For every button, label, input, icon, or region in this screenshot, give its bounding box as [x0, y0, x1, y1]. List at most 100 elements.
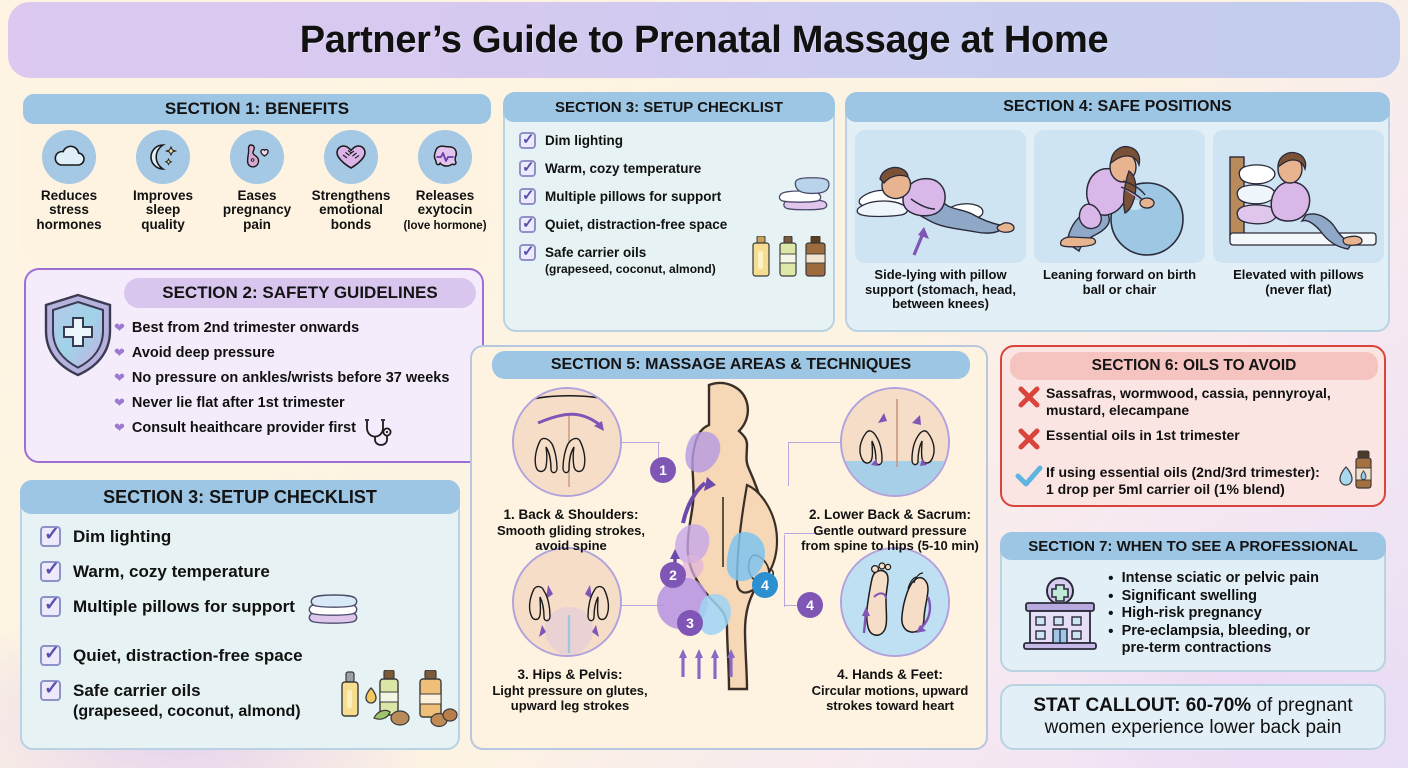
pregnant-side-profile-diagram: [627, 377, 837, 717]
section-7-body: • Intense sciatic or pelvic pain • Signi…: [1012, 568, 1378, 658]
page-header: Partner’s Guide to Prenatal Massage at H…: [8, 2, 1400, 78]
benefit-label: Eases pregnancy pain: [222, 188, 292, 232]
list-item: Essential oils in 1st trimester: [1012, 427, 1380, 456]
connector-line: [620, 605, 664, 606]
technique-caption-3: 3. Hips & Pelvis: Light pressure on glut…: [492, 667, 648, 713]
pose-item: Elevated with pillows (never flat): [1213, 130, 1384, 312]
checklist-item[interactable]: Quiet, distraction-free space: [519, 214, 829, 233]
shield-cross-icon: [40, 292, 116, 383]
section-2-safety-panel: SECTION 2: SAFETY GUIDELINES ❤ Best from…: [24, 268, 484, 463]
bullet-icon: •: [1108, 622, 1114, 640]
list-item: • Intense sciatic or pelvic pain: [1108, 570, 1320, 587]
pose-item: Side-lying with pillow support (stomach,…: [855, 130, 1026, 312]
stat-callout-text: STAT CALLOUT: 60-70% of pregnant women e…: [1033, 694, 1353, 738]
section-3-setup-checklist-panel: SECTION 3: SETUP CHECKLIST Dim lighting …: [20, 480, 460, 750]
list-item: • Significant swelling: [1108, 587, 1257, 605]
benefit-label: Reduces stress hormones: [36, 188, 102, 232]
checklist-item[interactable]: Safe carrier oils (grapeseed, coconut, a…: [519, 235, 829, 278]
benefit-item: Reduces stress hormones: [22, 130, 116, 232]
foot-and-hand-icon: [840, 547, 950, 657]
checkbox-checked-icon[interactable]: [40, 593, 61, 617]
benefit-label: Strengthens emotional bonds: [311, 188, 391, 232]
elevated-pillows-illustration: [1213, 130, 1384, 263]
checklist-item[interactable]: Quiet, distraction-free space: [40, 642, 450, 666]
checkbox-checked-icon[interactable]: [40, 523, 61, 547]
bullet-icon: •: [1108, 605, 1114, 622]
section-6-title: SECTION 6: OILS TO AVOID: [1010, 352, 1378, 380]
section-4-title: SECTION 4: SAFE POSITIONS: [845, 92, 1390, 122]
section-1-title: SECTION 1: BENEFITS: [23, 94, 491, 124]
marker-1: 1: [650, 457, 676, 483]
connector-line: [598, 442, 660, 443]
benefit-label: Improves sleep quality: [132, 188, 194, 232]
benefit-item: Improves sleep quality: [116, 130, 210, 232]
pose-caption: Side-lying with pillow support (stomach,…: [865, 267, 1016, 312]
checklist-item[interactable]: Dim lighting: [40, 523, 450, 547]
checklist-item[interactable]: Multiple pillows for support: [40, 593, 450, 631]
list-item: If using essential oils (2nd/3rd trimest…: [1012, 450, 1380, 498]
setup-checklist: Dim lighting Warm, cozy temperature Mult…: [519, 130, 830, 289]
connector-line: [788, 442, 789, 486]
section-1-benefits-panel: SECTION 1: BENEFITS Reduces stress hormo…: [20, 92, 492, 262]
checkbox-checked-icon[interactable]: [519, 158, 536, 177]
section-5-title: SECTION 5: MASSAGE AREAS & TECHNIQUES: [492, 351, 970, 379]
heart-bullet-icon: ❤: [114, 345, 125, 360]
marker-4-belly: 4: [752, 572, 778, 598]
hospital-icon: [1012, 568, 1108, 658]
section-2-items: ❤ Best from 2nd trimester onwards ❤ Avoi…: [114, 318, 480, 458]
checkbox-checked-icon[interactable]: [519, 214, 536, 233]
moon-stars-icon: [136, 130, 190, 184]
benefit-item: Releases exytocin (love hormone): [398, 130, 492, 232]
checkbox-checked-icon[interactable]: [519, 242, 536, 261]
marker-2: 2: [660, 562, 686, 588]
list-item: ❤ Best from 2nd trimester onwards: [114, 320, 360, 336]
connector-line: [784, 533, 826, 534]
section-6-oils-to-avoid-panel: SECTION 6: OILS TO AVOID Sassafras, worm…: [1000, 345, 1386, 507]
technique-caption-2: 2. Lower Back & Sacrum: Gentle outward p…: [801, 507, 979, 553]
heart-bullet-icon: ❤: [114, 420, 125, 435]
stethoscope-icon: [362, 418, 396, 453]
checklist-item[interactable]: Warm, cozy temperature: [519, 158, 829, 177]
side-lying-pillow-illustration: [855, 130, 1026, 263]
checkbox-checked-icon[interactable]: [519, 186, 536, 205]
x-mark-icon: [1012, 385, 1046, 414]
list-item: • High-risk pregnancy: [1108, 605, 1262, 622]
benefit-item: Eases pregnancy pain: [210, 130, 304, 232]
checkbox-checked-icon[interactable]: [519, 130, 536, 149]
hands-on-hips-icon: [512, 547, 622, 657]
pose-item: Leaning forward on birth ball or chair: [1034, 130, 1205, 312]
section-3-title: SECTION 3: SETUP CHECKLIST: [20, 480, 460, 514]
oil-bottles-icon: [336, 669, 458, 737]
checklist-item[interactable]: Multiple pillows for support: [519, 177, 830, 211]
list-item: ❤ Avoid deep pressure: [114, 345, 275, 361]
connector-line: [658, 442, 659, 470]
connector-line: [784, 535, 785, 607]
section-3-title: SECTION 3: SETUP CHECKLIST: [503, 92, 835, 122]
stat-callout-panel: STAT CALLOUT: 60-70% of pregnant women e…: [1000, 684, 1386, 750]
heart-bullet-icon: ❤: [114, 320, 125, 335]
oils-to-avoid-list: Sassafras, wormwood, cassia, pennyroyal,…: [1012, 385, 1380, 506]
pose-caption: Leaning forward on birth ball or chair: [1042, 267, 1197, 297]
section-7-title: SECTION 7: WHEN TO SEE A PROFESSIONAL: [1000, 532, 1386, 560]
checklist-item[interactable]: Dim lighting: [519, 130, 829, 149]
professional-warning-list: • Intense sciatic or pelvic pain • Signi…: [1108, 568, 1378, 658]
handshake-heart-icon: [324, 130, 378, 184]
checkbox-checked-icon[interactable]: [40, 642, 61, 666]
pillows-icon: [775, 174, 835, 221]
list-item: ❤ Never lie flat after 1st trimester: [114, 395, 345, 411]
list-item: • Pre-eclampsia, bleeding, or pre-term c…: [1108, 622, 1311, 657]
section-2-title: SECTION 2: SAFETY GUIDELINES: [124, 278, 476, 308]
connector-line: [788, 442, 848, 443]
section-3-setup-checklist-panel-compact: SECTION 3: SETUP CHECKLIST Dim lighting …: [503, 92, 835, 332]
x-mark-icon: [1012, 427, 1046, 456]
heart-bullet-icon: ❤: [114, 395, 125, 410]
oil-drop-bottle-icon: [1330, 449, 1376, 502]
checklist-item[interactable]: Safe carrier oils (grapeseed, coconut, a…: [40, 669, 458, 728]
setup-checklist: Dim lighting Warm, cozy temperature Mult…: [40, 523, 458, 736]
checklist-item[interactable]: Warm, cozy temperature: [40, 558, 450, 582]
cloud-icon: [42, 130, 96, 184]
section-4-safe-positions-panel: SECTION 4: SAFE POSITIONS: [845, 92, 1390, 332]
section-5-massage-areas-panel: SECTION 5: MASSAGE AREAS & TECHNIQUES 1: [470, 345, 988, 750]
checkbox-checked-icon[interactable]: [40, 677, 61, 701]
checkbox-checked-icon[interactable]: [40, 558, 61, 582]
